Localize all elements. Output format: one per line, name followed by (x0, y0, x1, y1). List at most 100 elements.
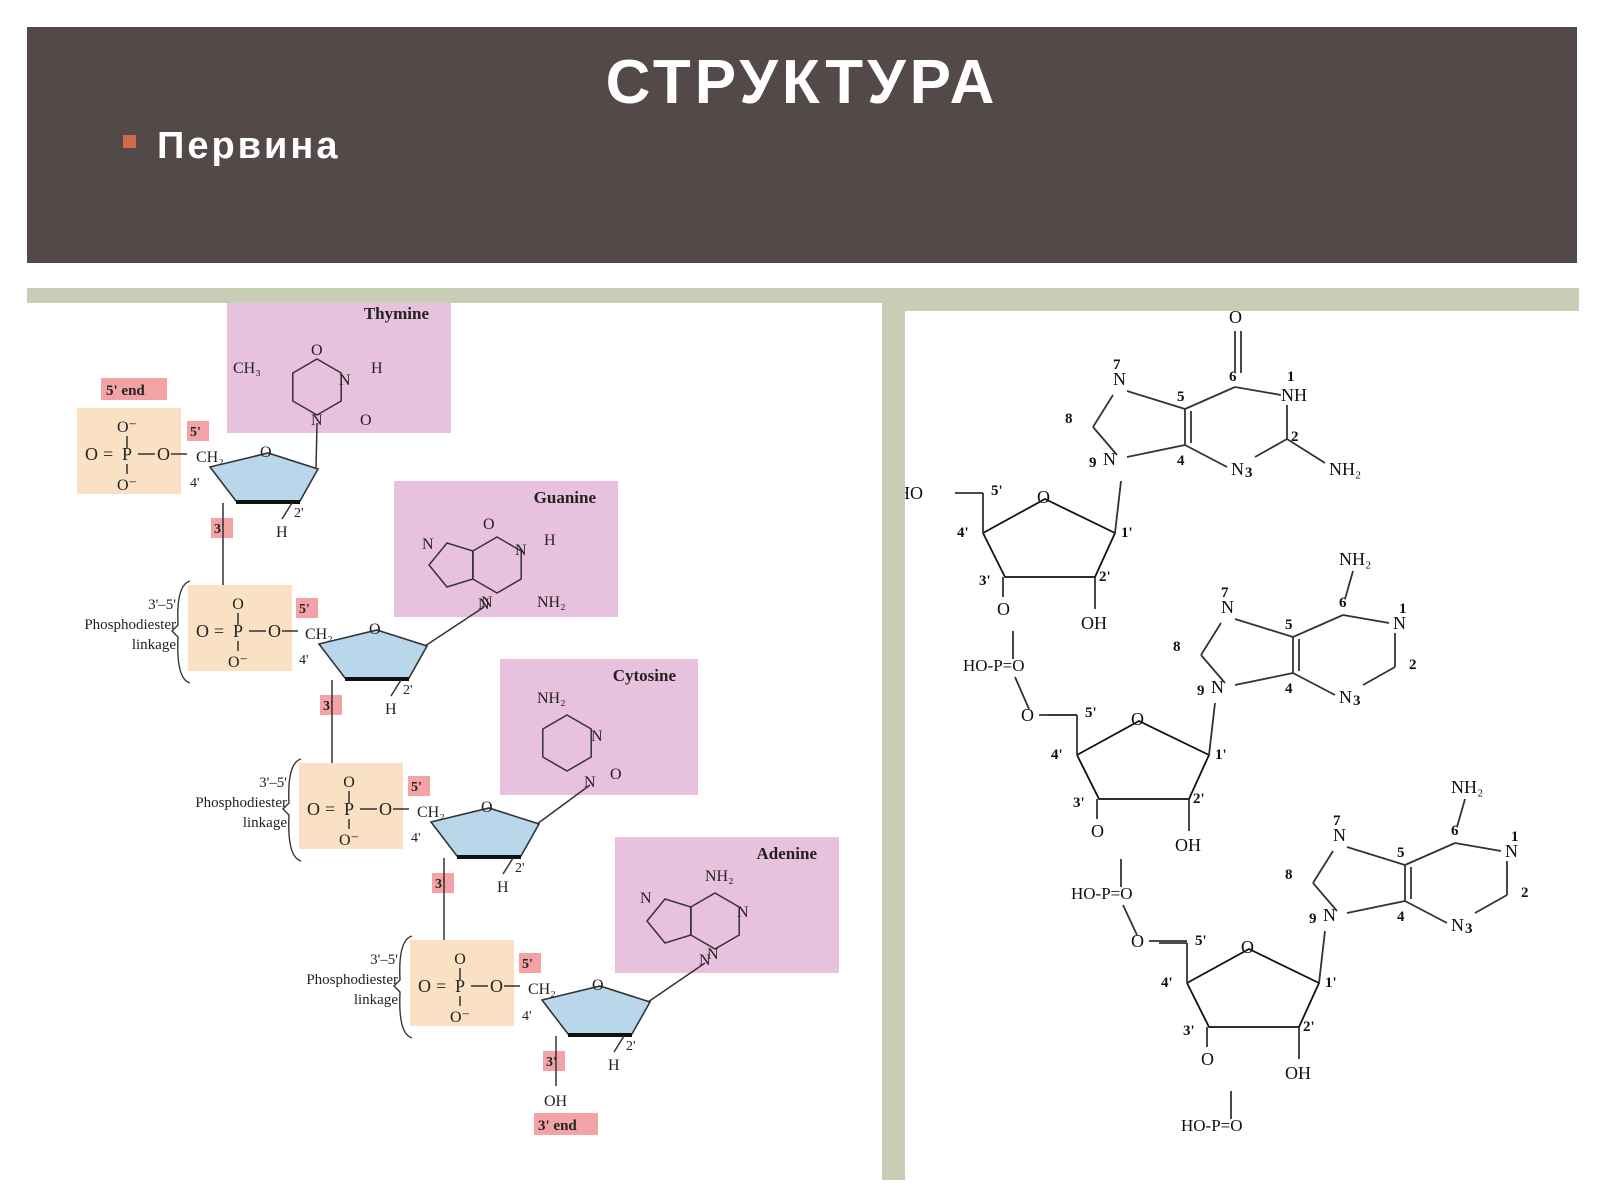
nucleotide-chain-diagram: O4'1'2'3'OH5'OHON98N754N36ONH12NH₂HO-P=O… (905, 311, 1579, 1180)
ring-number-2: 2 (1409, 657, 1417, 673)
end-tag (101, 378, 167, 400)
phosphate-oxygen-bottom: O⁻ (450, 1009, 470, 1026)
pyrimidine-bond (1184, 386, 1236, 410)
ring-number-6: 6 (1451, 823, 1459, 839)
imidazole-bond (1126, 390, 1186, 410)
base-nitrogen-label: N (478, 596, 490, 613)
n7-label: N (1221, 597, 1234, 617)
three-prime-label: 3' (1183, 1023, 1195, 1039)
ring-oxygen: O (1241, 937, 1254, 957)
five-prime-label: 5' (522, 957, 533, 972)
linkage-text-name: Phosphodiester (195, 795, 287, 811)
phosphate-box (299, 763, 403, 849)
h-label: H (497, 879, 509, 896)
two-prime-label: 2' (403, 683, 413, 698)
phosphate-label: HO-P=O (1181, 1116, 1243, 1135)
phosphate-oxygen-left: O (85, 444, 98, 464)
phosphorus-label: P (455, 976, 465, 996)
bond-line (502, 857, 514, 875)
imidazole-bond (1234, 672, 1294, 686)
n3-label: N (1231, 459, 1244, 479)
phosphate-oxygen-bottom: O⁻ (339, 832, 359, 849)
ring-number-7: 7 (1221, 585, 1229, 601)
phosphate-oxygen-bottom: O⁻ (228, 654, 248, 671)
imidazole-bond (1092, 426, 1118, 456)
phosphate-box (77, 408, 181, 494)
imidazole-bond (1346, 846, 1406, 866)
four-prime-label: 4' (299, 653, 309, 668)
ring-number-7: 7 (1333, 813, 1341, 829)
imidazole-bond (1312, 850, 1334, 884)
phosphate-box (188, 585, 292, 671)
three-prime-end-label: 3' end (538, 1118, 577, 1134)
pyrimidine-bond (1184, 444, 1228, 468)
five-prime-label: 5' (299, 602, 310, 617)
ring-number-1: 1 (1511, 829, 1519, 845)
pyrimidine-bond (1454, 842, 1502, 852)
base-name: Cytosine (613, 666, 677, 685)
linkage-text-word: linkage (132, 637, 176, 653)
ring-number-5: 5 (1397, 845, 1405, 861)
ring-oxygen: O (1037, 487, 1050, 507)
ch2-label: CH₂ (305, 626, 333, 643)
prime-tag (432, 873, 454, 893)
phosphate-oxygen-top: O (232, 596, 244, 613)
sugar-ring (429, 807, 541, 857)
ring-number-9: 9 (1309, 911, 1317, 927)
phosphate-label: HO-P=O (963, 656, 1025, 675)
linkage-text-prime: 3'–5' (148, 597, 176, 613)
amino-label: NH₂ (1339, 549, 1371, 569)
four-prime-label: 4' (1161, 975, 1173, 991)
two-prime-label: 2' (515, 861, 525, 876)
bond-line (613, 1035, 625, 1053)
base-box (500, 659, 698, 795)
ring-nitrogen: N (707, 946, 719, 963)
pyrimidine-bond (1292, 672, 1336, 696)
phosphate-oxygen-right: O (379, 799, 392, 819)
ring-number-5: 5 (1177, 389, 1185, 405)
purine-five-ring (428, 542, 474, 588)
ring-number-4: 4 (1285, 681, 1293, 697)
n1-label: N (1393, 613, 1406, 633)
ring-number-3: 3 (1465, 921, 1473, 937)
terminal-oh-label: OH (544, 1093, 568, 1110)
prime-tag (320, 695, 342, 715)
ring-number-9: 9 (1089, 455, 1097, 471)
ring-number-3: 3 (1245, 465, 1253, 481)
ring-number-7: 7 (1113, 357, 1121, 373)
linkage-text-prime: 3'–5' (370, 952, 398, 968)
glycosidic-bond (424, 606, 485, 647)
phosphate-oxygen-left: O (307, 799, 320, 819)
four-prime-label: 4' (1051, 747, 1063, 763)
linkage-text-word: linkage (354, 992, 398, 1008)
h-label: H (276, 524, 288, 541)
phosphate-bond (1122, 904, 1138, 936)
phosphate-oxygen-right: O (490, 976, 503, 996)
pyrimidine-bond (1362, 666, 1396, 686)
pyrimidine-bond (1234, 386, 1282, 396)
four-prime-label: 4' (522, 1009, 532, 1024)
phosphate-oxygen-top: O⁻ (117, 419, 137, 436)
phosphate-oxygen-top: O (454, 951, 466, 968)
ring-number-4: 4 (1177, 453, 1185, 469)
base-name: Adenine (757, 844, 818, 863)
pyrimidine-bond (1404, 900, 1448, 924)
hydroxyl-label: OH (1175, 835, 1201, 855)
imidazole-bond (1092, 394, 1114, 428)
title-bar: СТРУКТУРА Первина (27, 27, 1577, 263)
end-tag (534, 1113, 598, 1135)
ch2-label: CH₂ (196, 449, 224, 466)
phosphate-label: HO-P=O (1071, 884, 1133, 903)
glycosidic-bond (1208, 702, 1216, 756)
n7-label: N (1113, 369, 1126, 389)
ch2-label: CH₂ (528, 981, 556, 998)
ring-number-1: 1 (1287, 369, 1295, 385)
pyrimidine-ring (542, 714, 592, 772)
three-prime-label: 3' (435, 877, 446, 892)
ring-number-8: 8 (1173, 639, 1181, 655)
pyrimidine-bond (1404, 842, 1456, 866)
imidazole-bond (1234, 618, 1294, 638)
ribose-ring (982, 497, 1117, 578)
phosphate-bond (1014, 676, 1030, 710)
base-nitrogen-label: N (699, 952, 711, 969)
